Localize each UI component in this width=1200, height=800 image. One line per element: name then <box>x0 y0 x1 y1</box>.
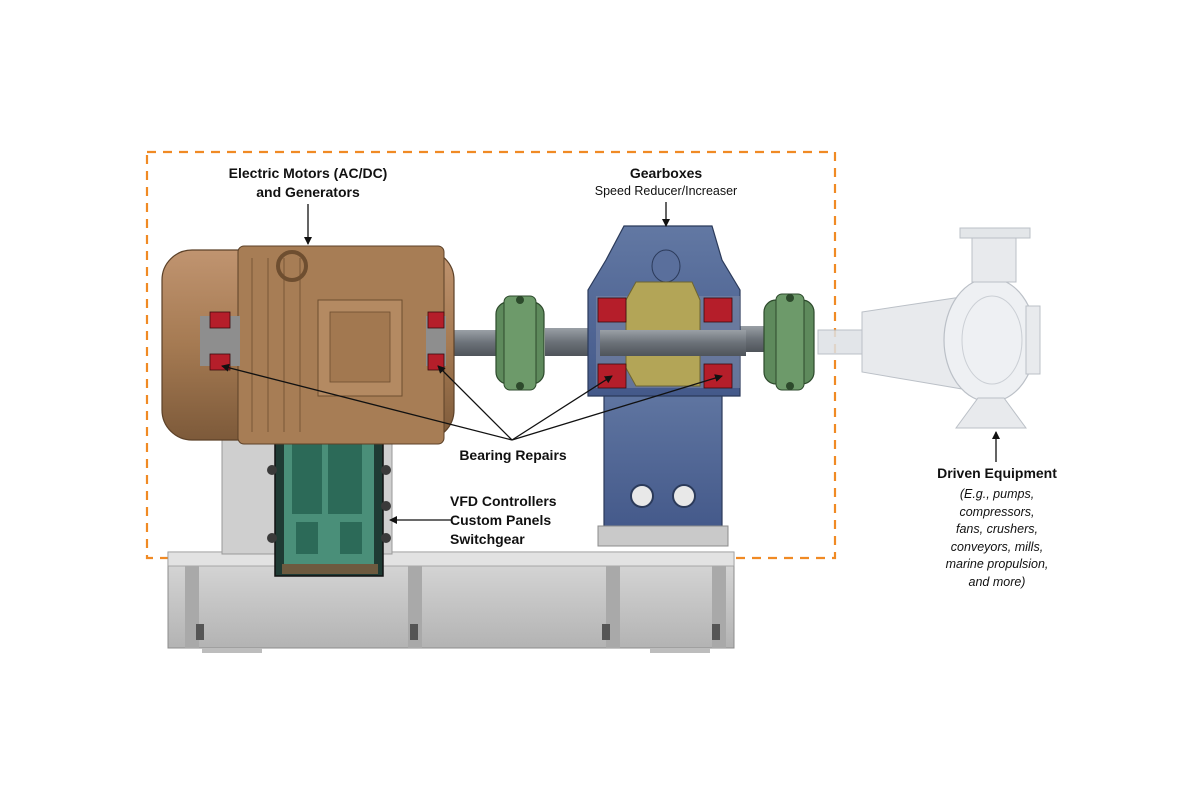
motors-label-line2: and Generators <box>256 184 360 200</box>
motors-label-line1: Electric Motors (AC/DC) <box>228 165 388 181</box>
motors-label: Electric Motors (AC/DC) and Generators <box>198 164 418 202</box>
scope-dashed-border <box>145 150 837 560</box>
driven-detail-1: (E.g., pumps, <box>959 487 1035 501</box>
electric-motor <box>161 245 455 445</box>
coupling-gearbox-pump <box>763 293 815 391</box>
driven-detail-6: and more) <box>968 574 1026 589</box>
driven-equipment-label: Driven Equipment (E.g., pumps, compresso… <box>902 464 1092 591</box>
bearing-repairs-label: Bearing Repairs <box>459 447 567 463</box>
vfd-label-line3: Switchgear <box>450 531 525 547</box>
driven-equipment-title: Driven Equipment <box>937 465 1057 481</box>
gearbox <box>587 225 746 547</box>
gearboxes-title: Gearboxes <box>629 165 703 181</box>
driven-detail-2: compressors, <box>959 504 1035 519</box>
vfd-label-line1: VFD Controllers <box>450 493 557 509</box>
bearing-arrow-4 <box>511 374 723 441</box>
driven-detail-5: marine propulsion, <box>945 557 1049 571</box>
vfd-label-line2: Custom Panels <box>450 512 552 528</box>
leader-arrows <box>221 202 1000 524</box>
vfd-label: VFD Controllers Custom Panels Switchgear <box>450 492 580 549</box>
driven-detail-3: fans, crushers, <box>956 522 1038 536</box>
driven-pump <box>817 227 1041 429</box>
bearing-arrow-3 <box>511 375 613 441</box>
coupling-motor-gearbox <box>495 295 545 391</box>
bearing-arrow-2 <box>437 365 513 441</box>
gearboxes-subtitle: Speed Reducer/Increaser <box>594 184 738 198</box>
driven-detail-4: conveyors, mills, <box>950 539 1044 554</box>
vfd-panel <box>267 423 391 577</box>
gearboxes-label: Gearboxes Speed Reducer/Increaser <box>566 164 766 199</box>
bearing-arrow-1 <box>221 363 513 441</box>
